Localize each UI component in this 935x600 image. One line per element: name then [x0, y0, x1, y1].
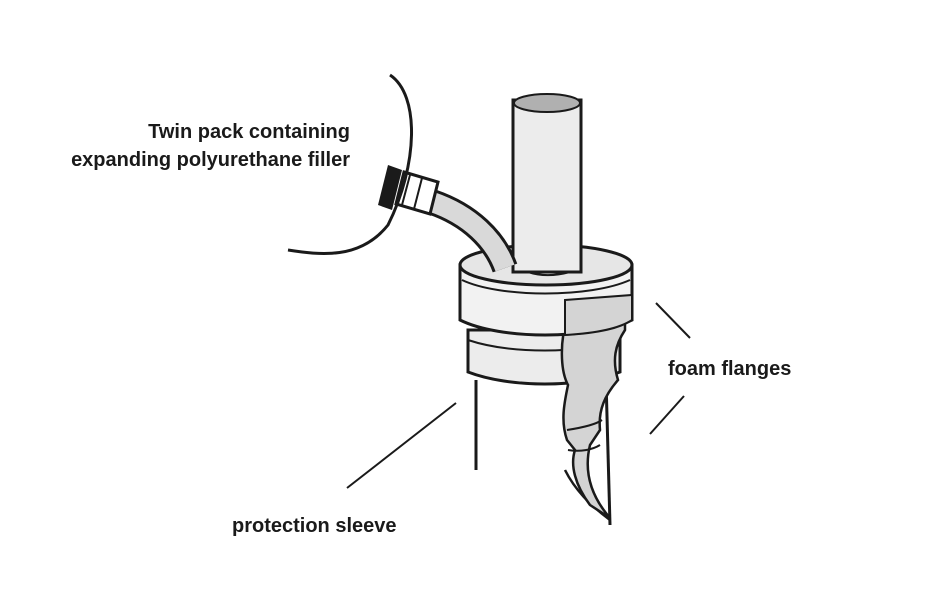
- twin-pack-label-line2: expanding polyurethane filler: [71, 149, 350, 171]
- filler-hose: [427, 189, 518, 273]
- protection-sleeve-label: protection sleeve: [232, 515, 397, 537]
- foam-flanges-label: foam flanges: [668, 358, 792, 380]
- pipe: [511, 93, 583, 276]
- sleeve-tape-strip: [560, 293, 627, 520]
- nozzle-fitting: [378, 165, 440, 216]
- twin-pack-label-line1: Twin pack containing: [148, 121, 350, 143]
- twin-pack-bag: [287, 73, 413, 256]
- leader-lines: [346, 302, 691, 489]
- twin-pack-label: Twin pack containing expanding polyureth…: [60, 118, 350, 174]
